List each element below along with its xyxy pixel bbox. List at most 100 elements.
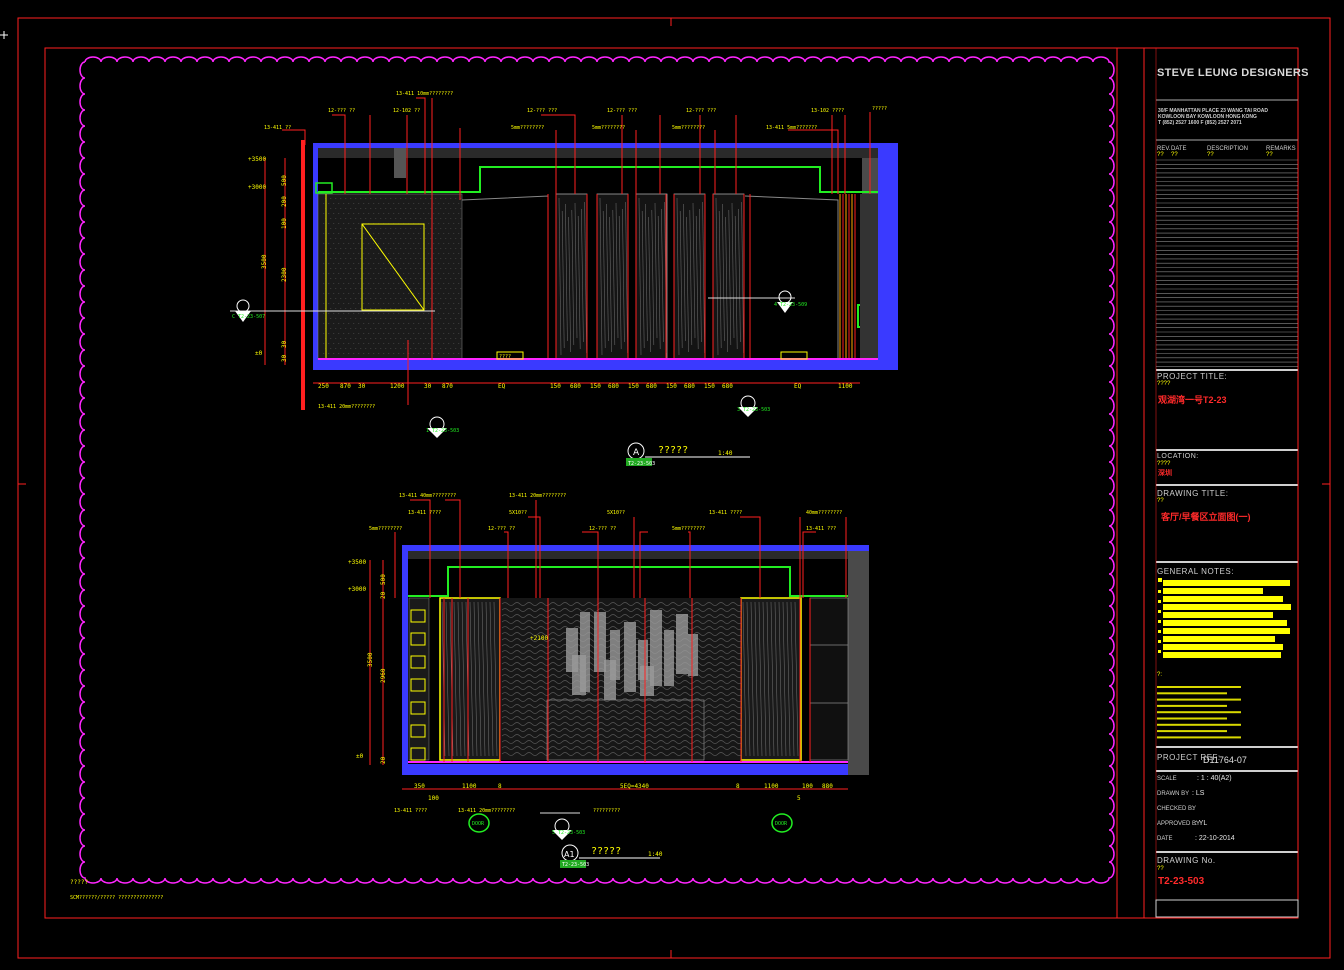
elevation-a1-door-tag-labels: DOOR DOOR 5 T2-23-503 <box>472 821 788 836</box>
elevation-a1-title: ????? <box>591 846 621 857</box>
stone-dot <box>335 348 337 349</box>
stone-dot <box>328 283 330 284</box>
stone-dot <box>420 238 422 239</box>
stone-dot <box>333 283 335 284</box>
callout: 12-??? ??? <box>607 108 637 114</box>
stone-dot <box>330 198 332 199</box>
callout: ???? <box>499 354 511 360</box>
checked-by-label: CHECKED BY <box>1157 806 1197 812</box>
panel-texture <box>718 210 722 349</box>
stone-dot <box>420 268 422 269</box>
stone-dot <box>430 228 432 229</box>
stone-dot <box>348 243 350 244</box>
callout: ????? <box>872 106 887 112</box>
stone-dot <box>460 278 462 279</box>
stone-dot <box>383 283 385 284</box>
stone-dot <box>340 338 342 339</box>
stone-dot <box>415 258 417 259</box>
stone-dot <box>408 313 410 314</box>
stone-dot <box>443 273 445 274</box>
stone-dot <box>453 233 455 234</box>
stone-dot <box>333 313 335 314</box>
stone-dot <box>443 323 445 324</box>
stone-dot <box>415 348 417 349</box>
stone-dot <box>393 273 395 274</box>
stone-dot <box>373 233 375 234</box>
stone-dot <box>420 228 422 229</box>
stone-dot <box>335 318 337 319</box>
door-grain <box>481 601 486 757</box>
panel-texture <box>692 202 696 339</box>
stone-dot <box>370 228 372 229</box>
stone-dot <box>335 328 337 329</box>
art-block <box>580 612 590 692</box>
stone-dot <box>353 253 355 254</box>
stone-dot <box>450 228 452 229</box>
stone-dot <box>415 218 417 219</box>
stone-dot <box>390 218 392 219</box>
stone-dot <box>430 308 432 309</box>
stone-dot <box>340 228 342 229</box>
stone-dot <box>338 283 340 284</box>
stone-dot <box>425 238 427 239</box>
width-dim: 1100 <box>764 783 779 790</box>
stone-dot <box>338 213 340 214</box>
stone-dot <box>345 298 347 299</box>
stone-dot <box>410 328 412 329</box>
stone-dot <box>458 293 460 294</box>
rev-header-remarks: REMARKS <box>1266 146 1296 152</box>
drawing-no-box <box>1155 899 1299 918</box>
stone-dot <box>435 198 437 199</box>
drawn-by-value: : LS <box>1192 790 1205 797</box>
stone-dot <box>445 278 447 279</box>
stone-dot <box>395 278 397 279</box>
stone-dot <box>435 288 437 289</box>
stone-dot <box>460 338 462 339</box>
stone-dot <box>355 278 357 279</box>
stone-dot <box>378 293 380 294</box>
door-grain <box>469 601 474 757</box>
location: 深圳 <box>1158 470 1172 477</box>
stone-dot <box>378 303 380 304</box>
callout: 13-102 ???? <box>811 108 844 114</box>
stone-dot <box>455 238 457 239</box>
stone-dot <box>408 233 410 234</box>
stone-dot <box>440 278 442 279</box>
stone-dot <box>440 198 442 199</box>
elevation-a-scale: 1:40 <box>718 450 733 457</box>
stone-dot <box>445 248 447 249</box>
width-dim: 870 <box>340 383 351 390</box>
note-bullet <box>1158 590 1161 593</box>
stone-dot <box>363 283 365 284</box>
level-label: ±0 <box>255 350 263 357</box>
stone-dot <box>385 318 387 319</box>
stone-dot <box>460 288 462 289</box>
stone-dot <box>438 243 440 244</box>
stone-dot <box>423 333 425 334</box>
stone-dot <box>378 333 380 334</box>
stone-dot <box>385 248 387 249</box>
stone-dot <box>430 298 432 299</box>
section-ref: 1 T2-23-503 <box>426 428 459 434</box>
stone-dot <box>353 203 355 204</box>
stone-dot <box>413 313 415 314</box>
stone-dot <box>345 288 347 289</box>
stone-dot <box>433 233 435 234</box>
elevation-a-cove <box>318 166 878 193</box>
stone-dot <box>405 338 407 339</box>
stone-dot <box>425 338 427 339</box>
stone-dot <box>408 303 410 304</box>
stone-dot <box>338 323 340 324</box>
height-dim: 3500 <box>261 254 268 269</box>
stone-dot <box>388 273 390 274</box>
stone-dot <box>425 308 427 309</box>
stone-dot <box>420 308 422 309</box>
date-value: : 22-10-2014 <box>1195 835 1235 842</box>
stone-dot <box>340 278 342 279</box>
height-dim: 500 <box>380 574 387 585</box>
stone-dot <box>420 318 422 319</box>
wave-line <box>501 674 743 678</box>
stone-dot <box>425 278 427 279</box>
stone-dot <box>415 308 417 309</box>
stone-dot <box>385 228 387 229</box>
